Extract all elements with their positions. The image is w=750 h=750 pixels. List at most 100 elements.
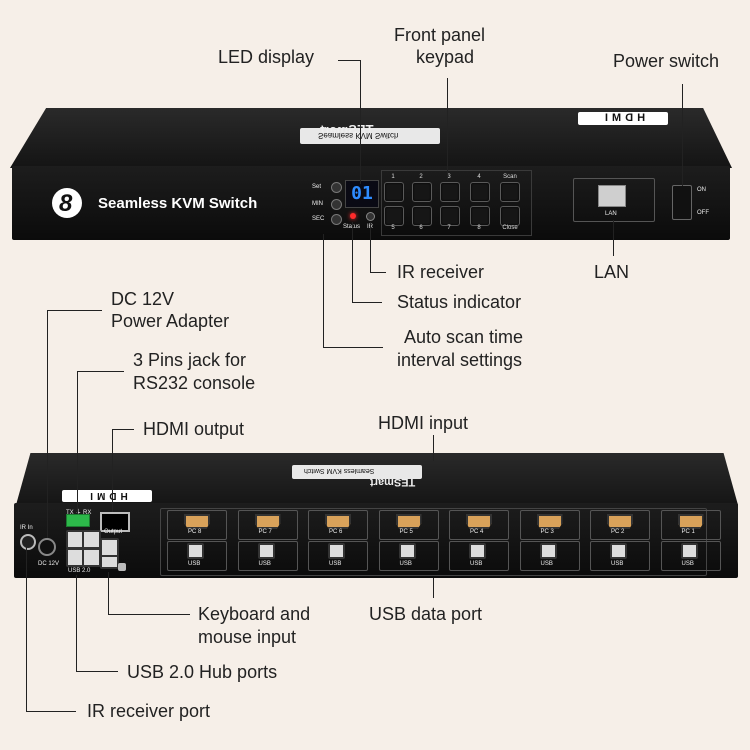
- key-label-8: 8: [477, 225, 481, 231]
- key-label-7: 7: [447, 225, 451, 231]
- front-hdmi-logo-text: HDMI: [600, 112, 646, 124]
- line-status-h: [352, 302, 382, 303]
- callout-autoscan-2: interval settings: [397, 350, 523, 370]
- pc-hdmi-frame: [378, 510, 439, 540]
- hdmi-input-port[interactable]: [536, 514, 563, 529]
- pc-hdmi-frame: [590, 510, 650, 540]
- key-label-4: 4: [477, 174, 481, 180]
- hdmi-input-port[interactable]: [466, 514, 492, 529]
- logo-badge: [52, 188, 82, 218]
- key-6[interactable]: [412, 206, 432, 226]
- callout-dc-2: Power Adapter: [111, 311, 230, 331]
- line-led-display-v: [360, 60, 361, 184]
- dc-port[interactable]: [38, 538, 56, 556]
- pc-usb-frame: [167, 541, 227, 571]
- line-hdmiin: [433, 435, 434, 461]
- ir-sensor-icon: [366, 212, 375, 221]
- hdmi-input-port[interactable]: [677, 514, 704, 529]
- pc-label: PC 1: [681, 529, 695, 535]
- usb-data-port[interactable]: [257, 543, 275, 559]
- usb-data-port[interactable]: [539, 543, 557, 559]
- line-autoscan-v: [323, 234, 324, 347]
- callout-hdmi-input: HDMI input: [378, 413, 469, 433]
- key-scan[interactable]: [500, 182, 520, 202]
- logo-digit: 8: [59, 190, 73, 217]
- status-led: [350, 213, 356, 219]
- key-8[interactable]: [470, 206, 490, 226]
- line-usbhub-h: [76, 671, 118, 672]
- hdmi-input-port[interactable]: [395, 514, 422, 529]
- line-irport-v: [26, 546, 27, 711]
- power-switch[interactable]: [672, 185, 692, 220]
- back-brand-top: TESmart: [370, 476, 416, 488]
- pc-hdmi-frame: [519, 510, 580, 540]
- pc-label: PC 5: [399, 529, 413, 535]
- pc-label: PC 8: [188, 529, 202, 535]
- line-rs232-v: [77, 371, 78, 514]
- callout-dc-1: DC 12V: [111, 289, 175, 309]
- usb-data-port[interactable]: [328, 543, 345, 559]
- back-hdmi-logo-text: HDMI: [86, 490, 128, 501]
- usb-hub-port-3[interactable]: [82, 530, 101, 549]
- line-kbd-h: [108, 614, 190, 615]
- key-3[interactable]: [440, 182, 460, 202]
- front-brand-sub: Seamless KVM Switch: [318, 131, 399, 140]
- power-on-label: ON: [697, 187, 706, 193]
- hdmi-input-port[interactable]: [184, 514, 210, 529]
- usb-data-port[interactable]: [187, 543, 204, 559]
- key-5[interactable]: [384, 206, 404, 226]
- key-label-close: Close: [502, 225, 518, 231]
- usb-port-label: USB: [470, 561, 483, 567]
- line-rs232-h: [77, 371, 124, 372]
- line-autoscan-h: [323, 347, 383, 348]
- sec-button[interactable]: [331, 214, 342, 225]
- hdmi-input-port[interactable]: [325, 514, 351, 529]
- hdmi-input-port[interactable]: [607, 514, 633, 529]
- line-ir-h: [370, 272, 386, 273]
- line-power: [682, 84, 683, 186]
- usb-port-label: USB: [399, 561, 412, 567]
- lan-port-label: LAN: [605, 211, 617, 217]
- key-4[interactable]: [470, 182, 490, 202]
- min-button[interactable]: [331, 199, 342, 210]
- key-close[interactable]: [500, 206, 520, 226]
- rs232-jack[interactable]: [66, 514, 90, 527]
- hdmi-output-port[interactable]: [100, 512, 130, 532]
- callout-rs232-1: 3 Pins jack for: [133, 350, 247, 370]
- btn-set-label: Set: [312, 184, 322, 190]
- rs232-label: TX ⏚ RX: [66, 510, 92, 516]
- front-title: Seamless KVM Switch: [98, 195, 258, 212]
- pc-label: PC 4: [470, 529, 484, 535]
- power-off-label: OFF: [697, 210, 709, 216]
- usb-data-port[interactable]: [398, 543, 416, 559]
- usb-data-port[interactable]: [469, 543, 486, 559]
- mouse-usb-port[interactable]: [100, 555, 119, 569]
- usb-port-label: USB: [681, 561, 694, 567]
- set-button[interactable]: [331, 182, 342, 193]
- hdmi-input-port[interactable]: [254, 514, 281, 529]
- usb-port-label: USB: [329, 561, 342, 567]
- callout-rs232-2: RS232 console: [133, 373, 256, 393]
- usb-data-port[interactable]: [610, 543, 627, 559]
- btn-sec-label: SEC: [312, 216, 325, 222]
- line-dc-v: [47, 310, 48, 538]
- usb-hub-port-4[interactable]: [82, 548, 101, 567]
- front-hdmi-logo: HDMI: [578, 112, 668, 125]
- line-status-v: [352, 222, 353, 302]
- key-7[interactable]: [440, 206, 460, 226]
- line-irport-h: [26, 711, 76, 712]
- pc-usb-frame: [378, 541, 439, 571]
- status-label: Status: [343, 224, 360, 230]
- key-1[interactable]: [384, 182, 404, 202]
- pc-label: PC 3: [540, 529, 554, 535]
- callout-keyboard-2: mouse input: [198, 627, 297, 647]
- pc-hdmi-frame: [308, 510, 368, 540]
- lan-port[interactable]: [598, 185, 626, 207]
- ir-in-port[interactable]: [20, 534, 36, 550]
- key-2[interactable]: [412, 182, 432, 202]
- pc-usb-frame: [449, 541, 509, 571]
- usb20-label: USB 2.0: [68, 568, 91, 574]
- pc-hdmi-frame: [660, 510, 721, 540]
- pc-label: PC 7: [258, 529, 272, 535]
- usb-data-port[interactable]: [680, 543, 698, 559]
